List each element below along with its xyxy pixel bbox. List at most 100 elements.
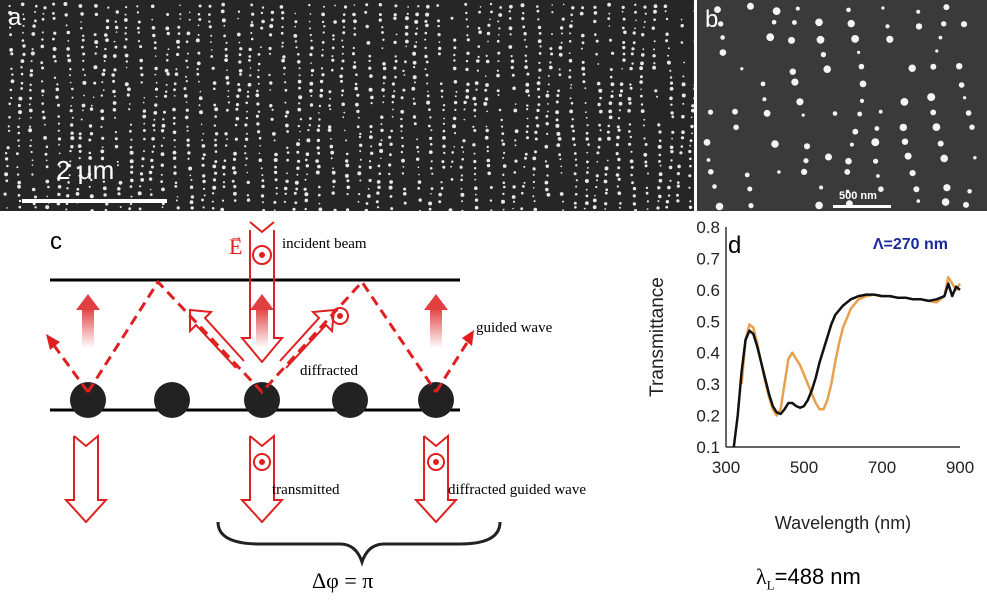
nanoparticle-dot <box>202 206 205 209</box>
nanoparticle-dot <box>670 111 674 115</box>
nanoparticle-dot <box>42 116 46 120</box>
nanoparticle-dot <box>63 2 68 6</box>
nanoparticle-dot <box>255 114 259 118</box>
nanoparticle-dot <box>261 6 265 9</box>
nanoparticle-dot <box>57 177 61 181</box>
y-tick-label: 0.1 <box>696 438 720 457</box>
nanoparticle-dot <box>296 166 300 170</box>
nanoparticle-dot <box>294 25 297 28</box>
panel-label-a: a <box>8 4 22 31</box>
nanoparticle-dot <box>803 158 809 164</box>
nanoparticle-dot <box>321 20 325 24</box>
nanoparticle-dot <box>606 159 609 162</box>
nanoparticle-dot <box>526 72 530 76</box>
nanoparticle-dot <box>582 72 586 76</box>
nanoparticle-dot <box>213 103 217 107</box>
nanoparticle-dot <box>628 123 632 126</box>
nanoparticle-dot <box>534 137 538 141</box>
nanoparticle-dot <box>365 202 369 205</box>
nanoparticle-dot <box>454 108 457 111</box>
nanoparticle-dot <box>653 40 656 43</box>
nanoparticle-dot <box>294 20 298 24</box>
nanoparticle-dot <box>537 25 542 30</box>
nanoparticle-dot <box>847 19 855 28</box>
nanoparticle-dot <box>474 198 479 202</box>
nanoparticle-dot <box>41 31 44 34</box>
nanoparticle-dot <box>476 59 480 63</box>
nanoparticle-dot <box>748 203 754 209</box>
nanoparticle-dot <box>35 4 38 8</box>
nanoparticle-dot <box>66 30 71 35</box>
nanoparticle-dot <box>341 59 345 63</box>
nanoparticle-dot <box>67 40 70 42</box>
diffracted-arrow-right <box>279 307 349 369</box>
nanoparticle-dot <box>426 4 430 9</box>
panel-label-c: c <box>50 228 62 255</box>
vector-arrow-icon: → <box>229 228 243 244</box>
nanoparticle-dot <box>177 45 180 49</box>
nanoparticle-dot <box>463 100 467 105</box>
nanoparticle-dot <box>142 129 146 132</box>
nanoparticle-dot <box>501 125 504 128</box>
nanoparticle-dot <box>599 129 602 132</box>
nanoparticle-dot <box>95 45 98 49</box>
nanoparticle-dot <box>103 54 107 59</box>
nanoparticle-dot <box>417 166 420 168</box>
nanoparticle-dot <box>112 89 116 94</box>
nanoparticle-dot <box>521 191 524 195</box>
nanoparticle-dot <box>419 209 421 211</box>
nanoparticle-dot <box>269 89 272 91</box>
nanoparticle-dot <box>502 164 507 168</box>
nanoparticle-dot <box>871 138 880 147</box>
nanoparticle-dot <box>327 128 332 133</box>
nanoparticle-dot <box>485 125 488 128</box>
nanoparticle-dot <box>585 188 588 191</box>
nanoparticle-dot <box>510 59 515 63</box>
nanoparticle-dot <box>561 32 563 35</box>
nanoparticle-dot <box>153 41 157 44</box>
nanoparticle-dot <box>55 87 60 92</box>
nanoparticle-dot <box>380 123 383 126</box>
x-axis-label: Wavelength (nm) <box>775 513 911 533</box>
nanoparticle-dot <box>234 123 238 127</box>
nanoparticle-dot <box>935 49 939 53</box>
nanoparticle-dot <box>380 139 383 142</box>
nanoparticle-dot <box>489 199 493 202</box>
nanoparticle-dot <box>501 142 506 146</box>
nanoparticle-dot <box>665 39 669 43</box>
nanoparticle-dot <box>257 69 260 72</box>
nanoparticle-dot <box>45 165 49 169</box>
nanoparticle-dot <box>401 144 405 148</box>
nanoparticle-dot <box>487 171 492 176</box>
particle <box>332 382 368 418</box>
nanoparticle-dot <box>653 4 658 9</box>
nanoparticle-dot <box>203 194 206 197</box>
nanoparticle-dot <box>825 153 832 161</box>
nanoparticle-dot <box>680 145 684 148</box>
nanoparticle-dot <box>151 150 154 153</box>
nanoparticle-dot <box>546 132 549 135</box>
nanoparticle-dot <box>573 143 576 147</box>
nanoparticle-dot <box>595 39 599 43</box>
nanoparticle-dot <box>286 172 288 175</box>
nanoparticle-dot <box>125 66 128 69</box>
nanoparticle-dot <box>596 179 598 182</box>
nanoparticle-dot <box>52 2 56 6</box>
nanoparticle-dot <box>344 173 349 178</box>
nanoparticle-dot <box>148 177 153 181</box>
nanoparticle-dot <box>381 47 384 50</box>
nanoparticle-dot <box>311 74 313 77</box>
nanoparticle-dot <box>527 94 531 97</box>
nanoparticle-dot <box>129 103 131 105</box>
nanoparticle-dot <box>689 144 691 147</box>
nanoparticle-dot <box>114 131 117 134</box>
nanoparticle-dot <box>282 55 286 59</box>
nanoparticle-dot <box>70 123 74 127</box>
nanoparticle-dot <box>489 2 493 6</box>
nanoparticle-dot <box>537 103 541 106</box>
nanoparticle-dot <box>443 151 446 155</box>
nanoparticle-dot <box>141 157 145 161</box>
nanoparticle-dot <box>496 89 500 93</box>
nanoparticle-dot <box>248 47 252 52</box>
nanoparticle-dot <box>403 201 407 205</box>
